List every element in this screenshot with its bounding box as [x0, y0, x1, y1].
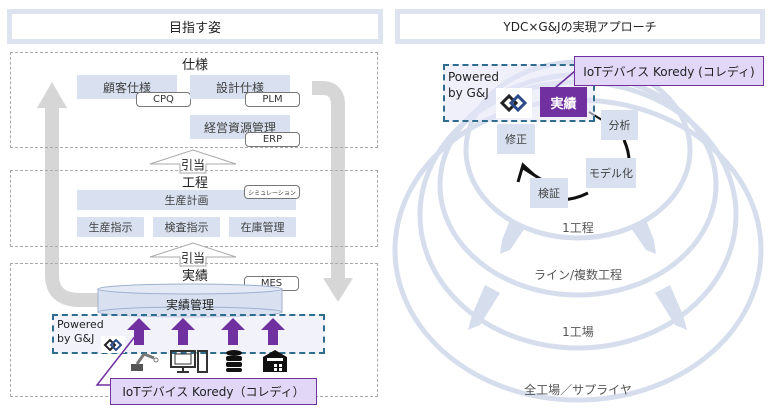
results-title: 実績 [181, 269, 208, 284]
assign-arrow-2 [149, 242, 237, 267]
spec-title: 仕様 [181, 58, 208, 73]
cycle-correction: 修正 [497, 124, 535, 154]
cycle-verification: 検証 [530, 178, 568, 208]
expand-arrow [631, 220, 656, 254]
results-badge: 実績 [540, 87, 587, 117]
inventory-management-box: 在庫管理 [229, 217, 296, 237]
assign-label-2: 引当 [180, 251, 205, 265]
down-arrow-shaft [312, 81, 345, 280]
callout-pointer-left [95, 330, 141, 386]
gj-logo-icon [496, 88, 532, 118]
ring-label-all-factories: 全工場／サプライヤ [524, 383, 632, 397]
expand-arrow [468, 285, 500, 330]
process-title: 工程 [181, 176, 208, 191]
callout-pointer-right [554, 70, 576, 89]
production-instruction-box: 生産指示 [77, 217, 144, 237]
cycle-analysis: 分析 [601, 110, 638, 140]
computer-icon [170, 350, 208, 373]
left-header: 目指す姿 [7, 9, 383, 44]
flow-arrows [37, 81, 353, 307]
expand-arrow [500, 220, 525, 254]
data-upload-arrows [127, 318, 285, 345]
simulation-tag: シミュレーション [244, 185, 300, 199]
iot-device-callout-left: IoTデバイス Koredy（コレディ） [110, 378, 317, 405]
erp-tag: ERP [245, 132, 300, 147]
cycle-modeling: モデル化 [586, 158, 636, 188]
results-db-label: 実績管理 [165, 298, 214, 312]
up-arrow-head [37, 82, 67, 108]
cpq-tag: CPQ [136, 92, 191, 107]
database-icon [226, 350, 242, 372]
up-arrow-shaft [45, 105, 100, 307]
assign-label-1: 引当 [180, 158, 205, 172]
powered-by-box-left [52, 314, 325, 354]
iot-device-callout-right: IoTデバイス Koredy (コレディ) [574, 56, 764, 86]
by-gj-label: by G&J [57, 332, 95, 345]
plm-tag: PLM [245, 92, 300, 107]
by-gj-label: by G&J [448, 86, 489, 100]
robot-arm-icon [131, 352, 159, 371]
expand-arrow [655, 285, 687, 330]
upload-arrow [221, 318, 245, 345]
inspection-instruction-box: 検査指示 [153, 217, 220, 237]
factory-icon [263, 350, 287, 372]
production-plan-box: 生産計画 [77, 190, 296, 210]
ring-label-process: 1工程 [562, 221, 594, 235]
spec-section [10, 52, 378, 148]
upload-arrow [171, 318, 195, 345]
upload-arrow [261, 318, 285, 345]
right-header: YDC×G&Jの実現アプローチ [395, 9, 765, 44]
ring-label-line: ライン/複数工程 [533, 268, 623, 282]
ring-label-factory: 1工場 [562, 325, 594, 339]
powered-label: Powered [448, 70, 500, 84]
down-arrow-head [323, 278, 353, 302]
customer-spec-box: 顧客仕様 [77, 75, 177, 99]
powered-label: Powered [57, 318, 104, 331]
gj-logo-icon [101, 336, 125, 353]
assign-arrow-1 [149, 149, 237, 174]
cycle-arrowhead [516, 162, 536, 183]
